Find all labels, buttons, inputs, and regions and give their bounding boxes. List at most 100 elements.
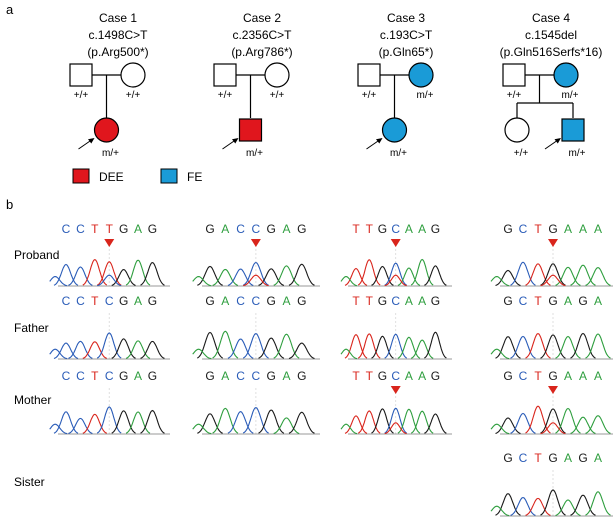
base-call: A — [418, 294, 426, 308]
proband-arrowhead — [232, 138, 239, 144]
base-call: A — [579, 222, 587, 236]
base-call: C — [62, 369, 71, 383]
father-symbol — [357, 63, 381, 87]
proband-arrow — [222, 139, 236, 150]
trace-peak — [555, 499, 581, 517]
base-call: G — [578, 451, 587, 465]
base-call: G — [503, 369, 512, 383]
base-call: A — [405, 294, 413, 308]
trace-secondary-peak — [384, 422, 407, 435]
trace-peak — [273, 333, 300, 359]
proband-arrowhead — [88, 138, 95, 144]
father-symbol — [213, 63, 237, 87]
base-call: T — [366, 222, 374, 236]
trace-peak — [125, 259, 151, 286]
trace-peak — [227, 410, 254, 434]
mother-symbol — [408, 62, 434, 88]
child-symbol — [504, 117, 530, 143]
base-call: G — [378, 369, 387, 383]
panel-b-label: b — [6, 197, 13, 212]
base-call: G — [431, 294, 440, 308]
trace-peak — [192, 423, 212, 435]
base-call: A — [594, 369, 602, 383]
base-call: G — [503, 294, 512, 308]
base-call: G — [148, 222, 157, 236]
trace-peak — [96, 406, 122, 434]
base-call: A — [405, 222, 413, 236]
trace-peak — [340, 423, 358, 435]
trace-peak — [68, 340, 93, 359]
trace-peak — [384, 333, 408, 359]
row-label-sister: Sister — [14, 475, 45, 489]
legend-label-dee: DEE — [99, 170, 124, 184]
base-call: G — [267, 222, 276, 236]
base-call: A — [564, 294, 572, 308]
mother-symbol — [553, 62, 579, 88]
variant-label: c.2356C>T — [232, 28, 292, 42]
father-genotype: +/+ — [507, 90, 522, 101]
trace-peak — [340, 276, 358, 287]
base-call: T — [534, 294, 542, 308]
pedigree-case-3: Case 3c.193C>T(p.Gln65*)+/+m/+m/+ — [357, 11, 434, 159]
trace-peak — [212, 407, 239, 434]
trace-peak — [371, 408, 394, 434]
variant-marker — [390, 386, 401, 394]
base-call: C — [76, 222, 85, 236]
proband-arrow — [366, 139, 380, 150]
protein-label: (p.Arg786*) — [231, 45, 292, 59]
trace-secondary-peak — [540, 274, 566, 287]
trace-peak — [111, 269, 136, 286]
base-call: G — [119, 294, 128, 308]
base-call: G — [119, 222, 128, 236]
trace-peak — [490, 276, 510, 287]
base-call: G — [297, 369, 306, 383]
proband-arrowhead — [554, 138, 561, 144]
trace-peak — [197, 265, 223, 286]
trace-peak — [585, 267, 611, 286]
base-call: G — [148, 369, 157, 383]
child-genotype: m/+ — [246, 148, 263, 159]
mother-genotype: +/+ — [126, 90, 141, 101]
trace-peak — [555, 335, 581, 359]
base-call: A — [594, 222, 602, 236]
base-call: G — [267, 294, 276, 308]
proband-arrowhead — [376, 138, 383, 144]
trace-peak — [53, 263, 79, 286]
base-call: A — [564, 369, 572, 383]
base-call: C — [391, 294, 400, 308]
variant-marker — [548, 239, 558, 247]
trace-peak — [540, 263, 566, 286]
trace-peak — [490, 505, 510, 517]
trace-peak — [68, 417, 93, 435]
trace-peak — [585, 491, 611, 516]
trace-peak — [410, 339, 434, 359]
trace-peak — [242, 332, 269, 359]
pedigree-panel: Case 1c.1498C>T(p.Arg500*)+/++/+m/+ Case … — [69, 11, 602, 159]
child-genotype: +/+ — [514, 148, 529, 159]
trace-peak — [197, 413, 223, 434]
base-call: G — [431, 222, 440, 236]
trace-peak — [490, 423, 510, 435]
base-call: G — [267, 369, 276, 383]
legend-swatch-dee — [72, 168, 90, 184]
base-call: C — [519, 222, 528, 236]
legend-swatch-fe — [160, 168, 178, 184]
base-call: A — [282, 369, 290, 383]
trace-peak — [82, 341, 108, 359]
base-call: T — [91, 294, 99, 308]
base-call: T — [352, 222, 360, 236]
base-call: A — [282, 294, 290, 308]
trace-peak — [96, 332, 122, 359]
mother-symbol — [264, 62, 290, 88]
pedigree-case-1: Case 1c.1498C>T(p.Arg500*)+/++/+m/+ — [69, 11, 149, 159]
base-call: C — [252, 222, 261, 236]
row-label-father: Father — [14, 321, 49, 335]
trace-secondary-peak — [243, 274, 269, 287]
base-call: T — [106, 222, 114, 236]
case-title: Case 4 — [532, 11, 570, 25]
